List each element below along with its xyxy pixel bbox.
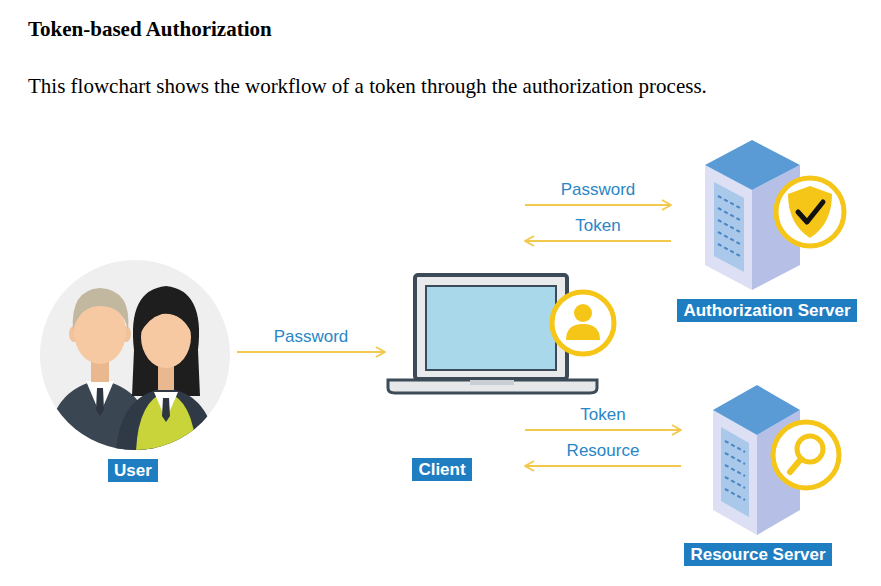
arrow-label: Token <box>573 216 622 236</box>
actor-node: Resource Server <box>684 378 836 570</box>
user-illustration-part-part <box>136 392 196 452</box>
flow-arrow <box>525 429 681 431</box>
node-label: Authorization Server <box>677 299 856 322</box>
laptop-illustration-part <box>470 380 514 385</box>
node-label: User <box>108 459 158 482</box>
laptop-illustration-part <box>426 286 556 370</box>
authorization-server-illustration-part-part <box>718 220 740 232</box>
authorization-server-illustration-part <box>798 202 823 222</box>
title: Token-based Authorization <box>28 17 272 42</box>
laptop-illustration-part <box>552 292 614 354</box>
laptop-illustration-part <box>388 380 597 393</box>
resource-server-illustration-part-part <box>725 477 745 488</box>
user-illustration-part-part <box>116 388 216 452</box>
node-label: Resource Server <box>684 543 831 566</box>
resource-server-illustration-part <box>773 422 839 488</box>
authorization-server-illustration-part-part <box>718 208 740 220</box>
authorization-server-illustration-part-part <box>718 196 740 208</box>
actor-node: Client <box>388 185 522 485</box>
arrow-label: Password <box>272 327 351 347</box>
resource-server-illustration-part-part <box>725 465 745 476</box>
laptop-illustration-part <box>415 275 567 379</box>
resource-server-illustration-part <box>721 427 749 517</box>
flow-arrow <box>525 240 671 242</box>
authorization-server-illustration-part-part <box>718 232 740 244</box>
user-illustration-part-part <box>140 298 192 334</box>
flow-arrow <box>525 204 671 206</box>
authorization-server-illustration-part-part <box>718 244 740 256</box>
laptop-illustration <box>388 275 614 393</box>
laptop-illustration-part <box>566 324 600 340</box>
node-label: Client <box>412 458 471 481</box>
authorization-server-illustration <box>705 140 844 290</box>
caption: This flowchart shows the workflow of a t… <box>28 74 707 99</box>
arrow-label: Token <box>578 405 627 425</box>
authorization-server-illustration-part <box>714 182 744 272</box>
authorization-server-illustration-part <box>788 186 832 238</box>
user-illustration-part-part <box>96 388 104 416</box>
user-illustration <box>40 260 230 452</box>
resource-server-illustration-part <box>725 441 745 500</box>
authorization-server-illustration-part <box>705 140 800 190</box>
arrow-label: Resource <box>565 441 642 461</box>
actor-node: User <box>38 258 234 486</box>
flow-arrow <box>525 465 681 467</box>
laptop-illustration-part <box>574 304 592 322</box>
resource-server-illustration-part-part <box>725 489 745 500</box>
resource-server-illustration <box>713 385 839 535</box>
resource-server-illustration-part-part <box>725 453 745 464</box>
authorization-server-illustration-part <box>718 196 740 256</box>
actor-node: Authorization Server <box>674 135 864 325</box>
user-illustration-part-part <box>162 398 170 422</box>
authorization-server-illustration-part <box>776 178 844 246</box>
resource-server-illustration-part <box>790 459 801 472</box>
arrow-label: Password <box>559 180 638 200</box>
flow-arrow <box>237 351 385 353</box>
resource-server-illustration-part-part <box>725 441 745 452</box>
user-illustration-part-part <box>132 286 200 396</box>
user-illustration-part-part <box>73 288 129 330</box>
user-illustration-part <box>46 286 216 452</box>
